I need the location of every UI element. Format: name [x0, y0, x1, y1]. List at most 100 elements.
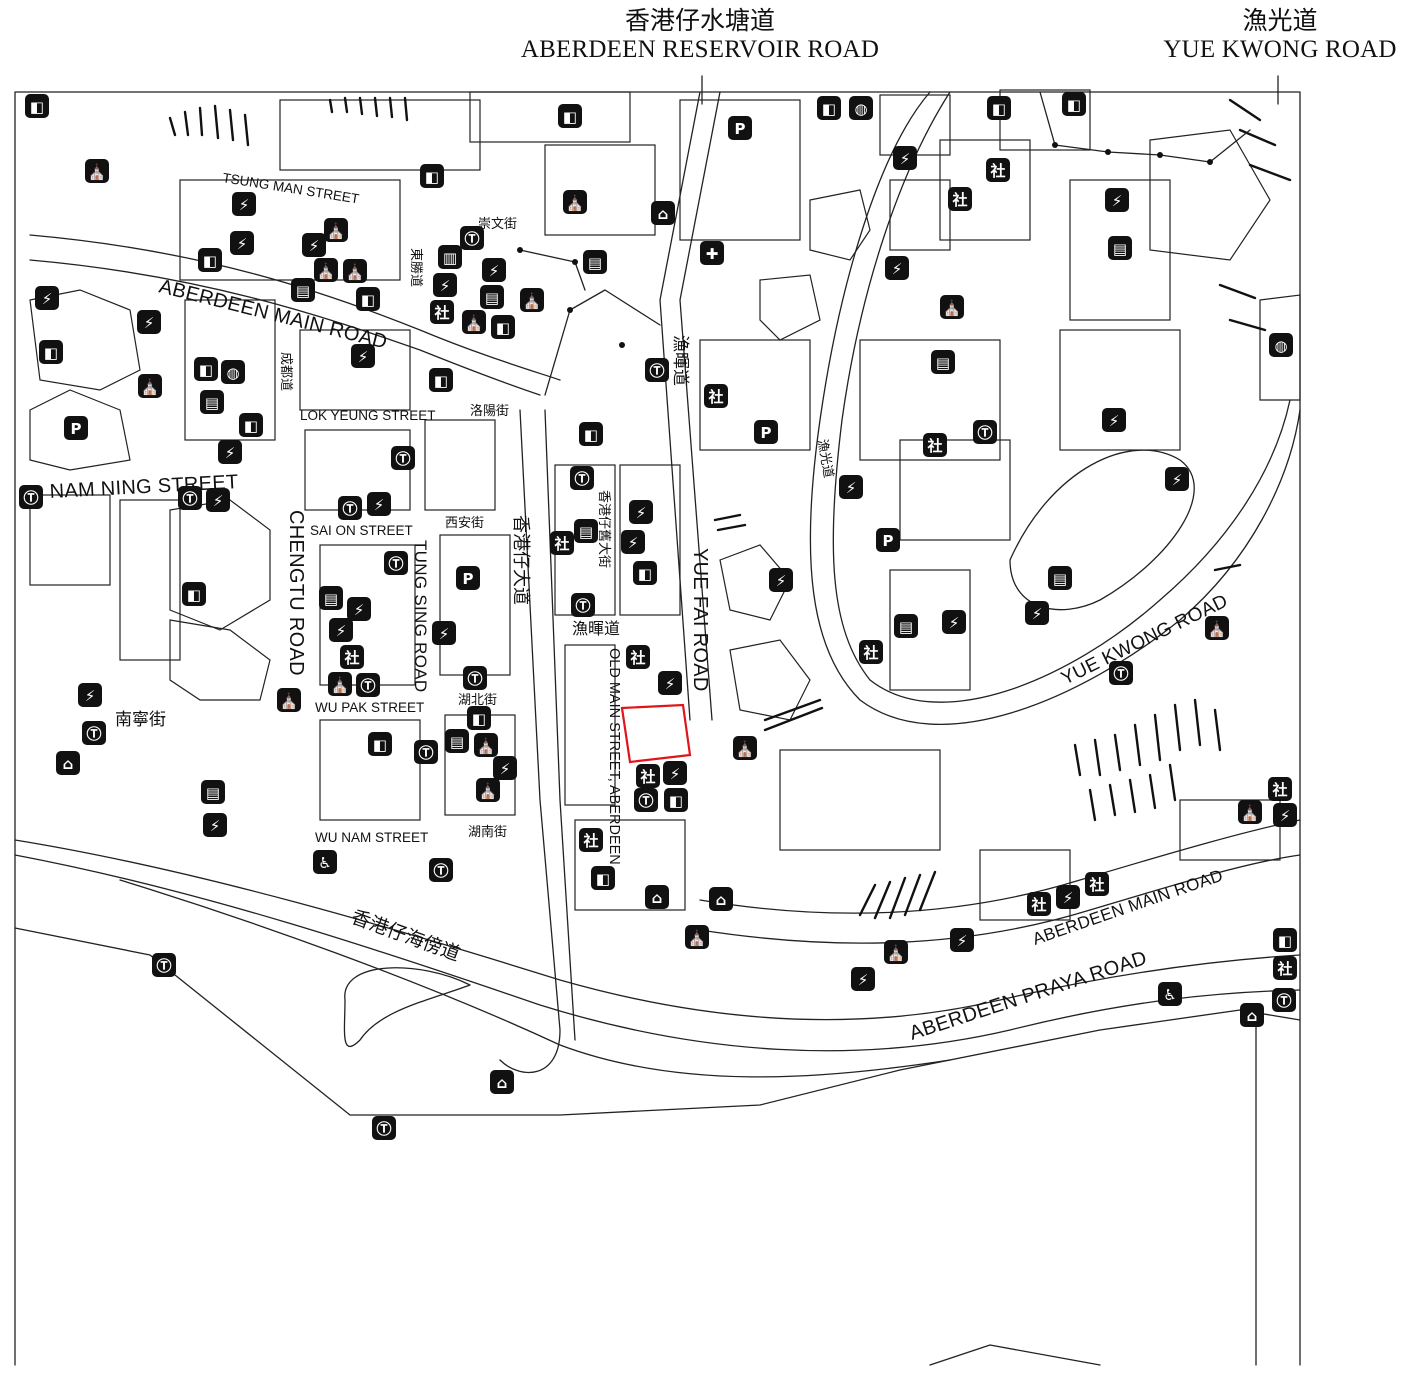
- community-hall-icon: 社: [1027, 892, 1051, 916]
- svg-text:P: P: [463, 570, 474, 588]
- aberdeen-main-road-west: [29, 234, 561, 381]
- playground-icon: ◧: [491, 315, 515, 339]
- svg-text:⛪: ⛪: [943, 298, 962, 317]
- electrical-substation-icon: ⚡: [351, 344, 375, 368]
- playground-icon: ◧: [591, 866, 615, 890]
- svg-text:◧: ◧: [1067, 96, 1081, 114]
- svg-text:⚡: ⚡: [1109, 412, 1120, 430]
- bus-stop-icon: Ⓣ: [414, 740, 438, 764]
- playground-icon: ◧: [633, 561, 657, 585]
- svg-text:社: 社: [951, 191, 967, 209]
- svg-text:社: 社: [707, 388, 723, 406]
- svg-text:◧: ◧: [425, 168, 439, 186]
- svg-text:⛪: ⛪: [736, 739, 755, 758]
- clinic-icon: ✚: [700, 241, 724, 265]
- label-tsung-man-street-zh: 崇文街: [478, 217, 517, 232]
- electrical-substation-icon: ⚡: [629, 500, 653, 524]
- svg-text:⚡: ⚡: [1063, 889, 1074, 907]
- label-wu-nam-street: WU NAM STREET: [315, 830, 428, 845]
- svg-text:社: 社: [582, 832, 598, 850]
- school-icon: ▤: [1108, 236, 1132, 260]
- svg-text:社: 社: [1271, 781, 1287, 799]
- electrical-substation-icon: ⚡: [1102, 408, 1126, 432]
- svg-text:⛪: ⛪: [141, 377, 160, 396]
- school-icon: ▤: [200, 390, 224, 414]
- community-hall-icon: 社: [1273, 956, 1297, 980]
- bus-stop-icon: Ⓣ: [152, 953, 176, 977]
- church-icon: ⛪: [462, 310, 486, 334]
- church-icon: ⛪: [277, 688, 301, 712]
- bus-stop-icon: Ⓣ: [1272, 988, 1296, 1012]
- svg-text:⛪: ⛪: [887, 943, 906, 962]
- svg-text:▤: ▤: [1053, 570, 1067, 588]
- playground-icon: ◧: [239, 413, 263, 437]
- electrical-substation-icon: ⚡: [1273, 803, 1297, 827]
- svg-text:社: 社: [989, 162, 1005, 180]
- community-hall-icon: 社: [986, 158, 1010, 182]
- svg-text:社: 社: [1276, 960, 1292, 978]
- svg-text:◧: ◧: [199, 361, 213, 379]
- svg-text:⚡: ⚡: [225, 444, 236, 462]
- svg-text:▤: ▤: [899, 618, 913, 636]
- parking-icon: P: [456, 566, 480, 590]
- svg-text:▤: ▤: [205, 394, 219, 412]
- sports-ball-icon: ◍: [221, 360, 245, 384]
- svg-text:⛪: ⛪: [327, 221, 346, 240]
- svg-text:⚡: ⚡: [213, 492, 224, 510]
- electrical-substation-icon: ⚡: [885, 256, 909, 280]
- svg-text:⚡: ⚡: [358, 348, 369, 366]
- svg-text:◧: ◧: [596, 870, 610, 888]
- electrical-substation-icon: ⚡: [206, 488, 230, 512]
- svg-text:社: 社: [926, 437, 942, 455]
- community-hall-icon: 社: [636, 764, 660, 788]
- community-hall-icon: 社: [430, 300, 454, 324]
- label-yue-kwong-road-zh: 漁光道: [814, 438, 836, 479]
- svg-text:✚: ✚: [706, 245, 719, 263]
- slope-hatching: [168, 96, 1292, 920]
- map-frame: [14, 91, 1301, 1366]
- bus-stop-icon: Ⓣ: [391, 446, 415, 470]
- svg-text:⛪: ⛪: [1241, 803, 1260, 822]
- svg-text:社: 社: [343, 649, 359, 667]
- callout-zh: 香港仔水塘道: [624, 6, 775, 35]
- svg-text:◧: ◧: [496, 319, 510, 337]
- electrical-substation-icon: ⚡: [432, 621, 456, 645]
- svg-text:P: P: [71, 420, 82, 438]
- svg-text:⌂: ⌂: [716, 891, 727, 909]
- coastline-bottom: [929, 1344, 1101, 1366]
- svg-text:⌂: ⌂: [497, 1074, 508, 1092]
- school-icon: ▤: [894, 614, 918, 638]
- svg-text:▥: ▥: [443, 249, 457, 267]
- svg-text:⛪: ⛪: [317, 261, 336, 280]
- svg-text:⛪: ⛪: [1208, 619, 1227, 638]
- svg-text:⌂: ⌂: [63, 755, 74, 773]
- shelter-icon: ⌂: [645, 885, 669, 909]
- svg-text:⚡: ⚡: [440, 277, 451, 295]
- school-icon: ▤: [201, 780, 225, 804]
- label-lok-yeung-street-zh: 洛陽街: [470, 404, 509, 419]
- svg-text:◍: ◍: [226, 364, 239, 382]
- svg-text:社: 社: [639, 768, 655, 786]
- svg-text:⚡: ⚡: [309, 237, 320, 255]
- bus-stop-icon: Ⓣ: [384, 551, 408, 575]
- svg-text:⚡: ⚡: [1172, 471, 1183, 489]
- svg-text:◧: ◧: [373, 736, 387, 754]
- electrical-substation-icon: ⚡: [482, 258, 506, 282]
- electrical-substation-icon: ⚡: [232, 192, 256, 216]
- label-lok-yeung-street: LOK YEUNG STREET: [300, 408, 436, 423]
- church-icon: ⛪: [343, 259, 367, 283]
- svg-text:⛪: ⛪: [688, 928, 707, 947]
- svg-text:⛪: ⛪: [523, 291, 542, 310]
- svg-text:社: 社: [433, 304, 449, 322]
- svg-text:社: 社: [862, 644, 878, 662]
- svg-text:社: 社: [553, 535, 569, 553]
- svg-text:▤: ▤: [485, 289, 499, 307]
- label-aberdeen-main-road-zh: 東勝道: [408, 248, 424, 287]
- label-yue-fai-road-zh: 漁暉道: [670, 335, 690, 386]
- svg-text:Ⓣ: Ⓣ: [575, 597, 590, 615]
- label-sai-on-street-zh: 西安街: [445, 516, 484, 531]
- svg-text:Ⓣ: Ⓣ: [418, 744, 433, 762]
- bus-stop-icon: Ⓣ: [570, 466, 594, 490]
- label-aberdeen-main-road-west: ABERDEEN MAIN ROAD: [157, 276, 390, 354]
- callout-aberdeen-reservoir-road: 香港仔水塘道 ABERDEEN RESERVOIR ROAD: [470, 6, 930, 64]
